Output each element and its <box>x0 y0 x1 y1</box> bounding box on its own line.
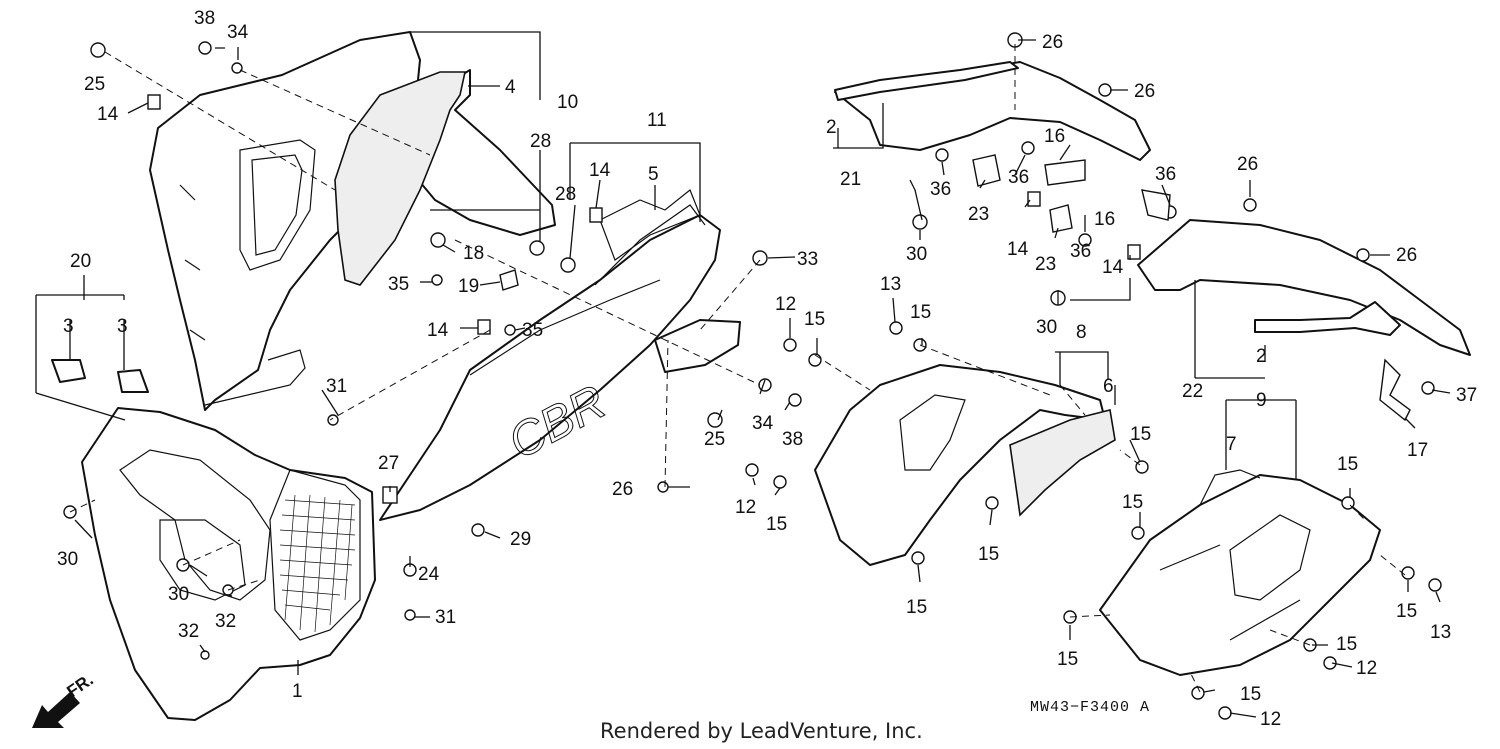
label-14-right-upper: 14 <box>1007 239 1029 260</box>
label-33: 33 <box>797 249 818 270</box>
front-arrow-icon <box>32 692 80 728</box>
label-31-upper: 31 <box>326 376 347 397</box>
leader-lines <box>35 31 1451 718</box>
label-14-left: 14 <box>97 104 119 125</box>
label-14-lower: 14 <box>427 320 449 341</box>
label-15-upper-mid: 15 <box>910 302 931 323</box>
label-18: 18 <box>463 243 484 264</box>
label-34-center: 34 <box>752 413 774 434</box>
label-3-left: 3 <box>63 316 74 337</box>
left-lower-cowl <box>51 359 376 721</box>
label-15-far-right-mid: 15 <box>1396 601 1417 622</box>
label-32-right: 32 <box>215 611 236 632</box>
label-30-far-left: 30 <box>57 549 78 570</box>
front-direction-indicator: FR. <box>32 670 97 728</box>
label-15-cowl-bottom: 15 <box>906 597 927 618</box>
label-1: 1 <box>292 681 303 702</box>
label-24: 24 <box>418 564 440 585</box>
label-13-upper: 13 <box>880 274 901 295</box>
label-12-upper-left: 12 <box>775 294 796 315</box>
label-15-right-upper: 15 <box>1122 492 1143 513</box>
label-27: 27 <box>378 453 399 474</box>
label-17: 17 <box>1407 440 1428 461</box>
label-15-right-bottom-a: 15 <box>1336 634 1357 655</box>
label-3-right: 3 <box>117 316 128 337</box>
label-14-right-lower: 14 <box>1102 257 1124 278</box>
label-34-top: 34 <box>227 22 249 43</box>
label-16-upper: 16 <box>1044 126 1065 147</box>
label-31-lower: 31 <box>435 607 456 628</box>
label-15-right-mid: 15 <box>1130 424 1151 445</box>
credit-line: Rendered by LeadVenture, Inc. <box>600 719 923 743</box>
label-6: 6 <box>1103 376 1114 397</box>
label-36-lower: 36 <box>1070 241 1091 262</box>
label-32-left: 32 <box>178 621 199 642</box>
label-38-top: 38 <box>194 8 215 29</box>
alignment-lines <box>69 44 1406 693</box>
label-13-lower: 13 <box>1430 622 1451 643</box>
label-10: 10 <box>557 92 578 113</box>
label-25-center: 25 <box>704 429 725 450</box>
left-inner-panel <box>149 31 556 411</box>
label-30-upper-right: 30 <box>906 244 927 265</box>
label-5: 5 <box>648 164 659 185</box>
right-upper-bracket <box>834 61 1151 161</box>
label-12-lower-left: 12 <box>735 497 756 518</box>
diagram-code: MW43−F3400 A <box>1030 699 1150 716</box>
label-36-right: 36 <box>1155 164 1176 185</box>
right-lower-bracket <box>1137 219 1471 356</box>
label-7: 7 <box>1226 434 1237 455</box>
label-15-left-bottom: 15 <box>1057 649 1078 670</box>
label-15-upper-left: 15 <box>804 309 825 330</box>
label-15-far-right-upper: 15 <box>1337 454 1358 475</box>
label-38-center: 38 <box>782 429 803 450</box>
label-26-top: 26 <box>1042 32 1063 53</box>
label-15-lower-left: 15 <box>766 514 787 535</box>
label-26-far-right: 26 <box>1396 245 1417 266</box>
label-26-center: 26 <box>612 479 633 500</box>
label-36-upper-left: 36 <box>930 179 951 200</box>
label-23-upper: 23 <box>968 204 989 225</box>
label-37: 37 <box>1456 385 1477 406</box>
label-9: 9 <box>1256 390 1267 411</box>
label-26-right-bracket: 26 <box>1237 154 1258 175</box>
label-28-lower: 28 <box>555 184 576 205</box>
part-labels: 38 34 25 14 4 10 28 11 5 28 14 18 35 19 … <box>57 8 1477 730</box>
label-28-upper: 28 <box>530 131 551 152</box>
label-23-lower: 23 <box>1035 254 1056 275</box>
label-36-upper-mid: 36 <box>1008 167 1029 188</box>
label-20: 20 <box>70 251 91 272</box>
center-under-cowl: CBR <box>379 189 741 521</box>
label-22: 22 <box>1182 381 1203 402</box>
label-30-lower-right: 30 <box>1036 317 1057 338</box>
mesh-grille <box>279 494 356 633</box>
label-8: 8 <box>1076 322 1087 343</box>
label-30-mid-left: 30 <box>168 584 189 605</box>
label-16-lower: 16 <box>1094 209 1115 230</box>
label-35-lower: 35 <box>522 320 543 341</box>
label-35-upper: 35 <box>388 274 409 295</box>
label-26-upper-right: 26 <box>1134 81 1155 102</box>
label-4: 4 <box>505 77 516 98</box>
label-14-center: 14 <box>589 160 611 181</box>
label-25-left: 25 <box>84 74 105 95</box>
label-15-right-bottom-b: 15 <box>1240 684 1261 705</box>
label-2-lower: 2 <box>1256 346 1267 367</box>
right-mid-cowl <box>814 364 1116 566</box>
label-12-right-bottom-b: 12 <box>1260 709 1281 730</box>
label-15-cowl-mid: 15 <box>978 544 999 565</box>
label-2-upper: 2 <box>826 117 837 138</box>
label-21: 21 <box>840 169 861 190</box>
label-12-right-bottom-a: 12 <box>1356 658 1377 679</box>
label-19: 19 <box>458 276 479 297</box>
right-lower-cowl <box>1099 469 1381 676</box>
label-29: 29 <box>510 529 531 550</box>
label-11: 11 <box>647 110 667 131</box>
